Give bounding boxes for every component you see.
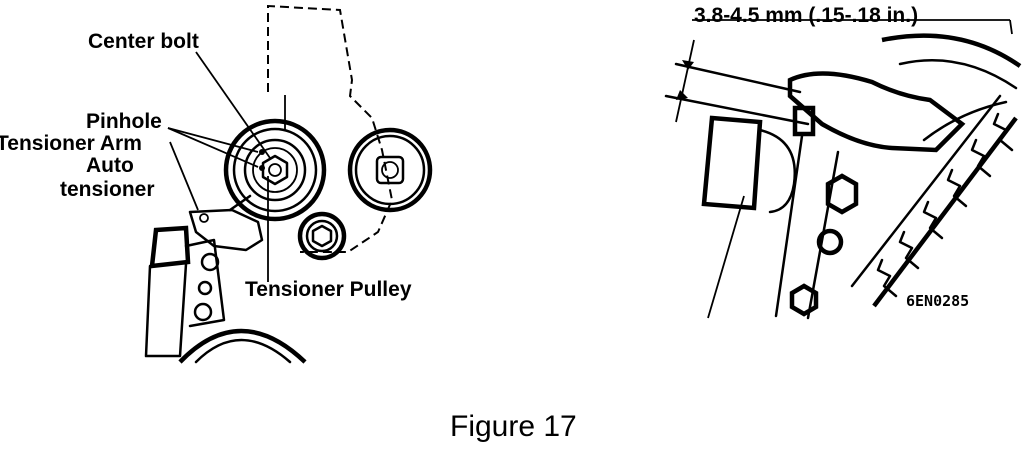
label-auto-tensioner-2: tensioner [60,178,155,201]
camshaft-sprocket [881,33,1022,68]
auto-tensioner [144,225,226,358]
leader-lines [167,51,271,282]
label-tensioner-arm: Tensioner Arm [0,132,142,155]
right-tensioner-arm [787,71,966,153]
center-bolt [261,154,289,186]
tensioner-arm [188,208,264,252]
left-labels: Center bolt Pinhole Tensioner Arm Auto t… [0,30,412,301]
gauge-pin [792,105,816,137]
crank-pulley-arc [178,328,307,364]
pinhole-lower [259,165,265,171]
pinhole-upper [259,149,265,155]
label-tensioner-pulley: Tensioner Pulley [245,278,412,301]
figure-caption: Figure 17 [450,410,577,443]
engine-outline [267,4,394,253]
tensioner-pulley [223,118,327,222]
label-part-code: 6EN0285 [906,292,969,310]
label-center-bolt: Center bolt [88,30,199,53]
dimension-bracket [692,19,1013,35]
left-illustration [144,4,433,364]
right-illustration: 3.8-4.5 mm (.15-.18 in.) [664,4,1022,320]
idler-pulley [347,127,433,213]
timing-belt [872,116,1018,308]
pivot-bolt [297,211,347,261]
label-pinhole: Pinhole [86,110,162,133]
label-dimension: 3.8-4.5 mm (.15-.18 in.) [694,4,918,27]
label-auto-tensioner-1: Auto [86,154,134,177]
